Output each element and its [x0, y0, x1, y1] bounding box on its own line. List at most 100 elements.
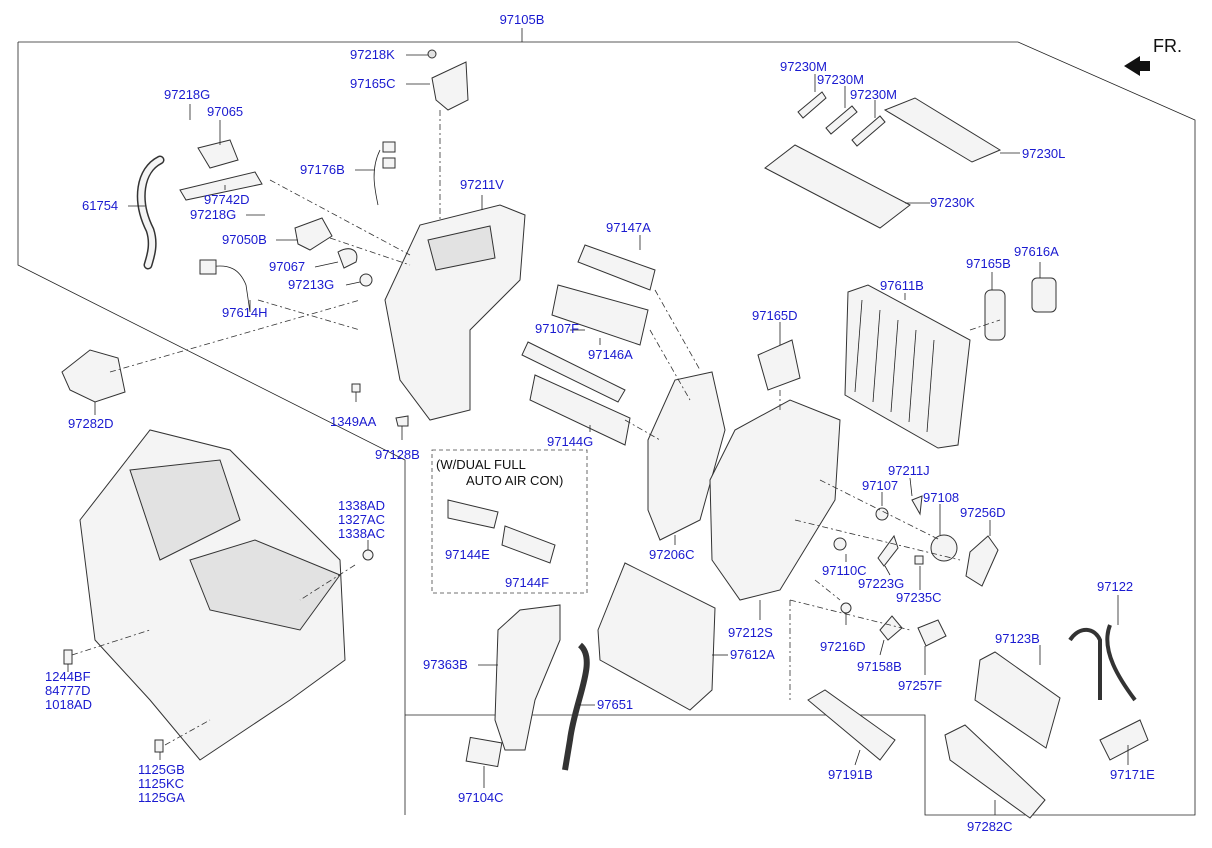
label-97230L[interactable]: 97230L [1022, 146, 1065, 161]
label-97107F[interactable]: 97107F [535, 321, 579, 336]
part-seal-97230k[interactable] [764, 144, 911, 229]
label-97742D[interactable]: 97742D [204, 192, 250, 207]
part-door-97146a[interactable] [551, 284, 649, 346]
label-97218G-b[interactable]: 97218G [190, 207, 236, 222]
label-97235C[interactable]: 97235C [896, 590, 942, 605]
part-clip-1349aa[interactable] [351, 383, 361, 393]
part-seal-97230m-1[interactable] [797, 91, 827, 119]
part-actuator-97108[interactable] [930, 534, 958, 562]
part-filter-97144g[interactable] [529, 374, 631, 446]
label-1327AC[interactable]: 1327AC [338, 512, 385, 527]
part-seal-97230m-3[interactable] [851, 115, 886, 147]
part-filter-97144e[interactable] [447, 499, 499, 529]
part-wire-97176b[interactable] [373, 149, 381, 206]
label-97651[interactable]: 97651 [597, 697, 633, 712]
label-97165B[interactable]: 97165B [966, 256, 1011, 271]
part-lever-97107[interactable] [875, 507, 889, 521]
label-97213G[interactable]: 97213G [288, 277, 334, 292]
part-hose-97651[interactable] [562, 642, 590, 771]
label-97176B[interactable]: 97176B [300, 162, 345, 177]
label-97256D[interactable]: 97256D [960, 505, 1006, 520]
part-actuator-97257f[interactable] [917, 619, 947, 647]
label-97223G[interactable]: 97223G [858, 576, 904, 591]
part-lever-97110c[interactable] [833, 537, 847, 551]
label-97614H[interactable]: 97614H [222, 305, 268, 320]
label-97065[interactable]: 97065 [207, 104, 243, 119]
part-link-97158b[interactable] [879, 615, 903, 641]
label-97218G-a[interactable]: 97218G [164, 87, 210, 102]
label-97144F[interactable]: 97144F [505, 575, 549, 590]
part-actuator-97282d[interactable] [61, 349, 126, 403]
label-97158B[interactable]: 97158B [857, 659, 902, 674]
label-97144E[interactable]: 97144E [445, 547, 490, 562]
label-1018AD[interactable]: 1018AD [45, 697, 92, 712]
part-plug-97616a[interactable] [1031, 277, 1057, 313]
label-84777D[interactable]: 84777D [45, 683, 91, 698]
label-97611B[interactable]: 97611B [880, 278, 924, 293]
label-97363B[interactable]: 97363B [423, 657, 468, 672]
part-duct-97363b[interactable] [494, 604, 561, 751]
part-pipe-97122[interactable] [1105, 624, 1137, 702]
label-97067[interactable]: 97067 [269, 259, 305, 274]
label-97230M-c[interactable]: 97230M [850, 87, 897, 102]
part-filter-97191b[interactable] [807, 689, 896, 761]
label-97230M-b[interactable]: 97230M [817, 72, 864, 87]
label-1244BF[interactable]: 1244BF [45, 669, 91, 684]
label-97257F[interactable]: 97257F [898, 678, 942, 693]
label-97105B[interactable]: 97105B [500, 12, 545, 27]
part-heater-core-97123b[interactable] [974, 651, 1061, 749]
label-97230M-a[interactable]: 97230M [780, 59, 827, 74]
part-bracket-97165d[interactable] [757, 339, 801, 391]
part-duct-97282c[interactable] [944, 724, 1046, 819]
label-97616A[interactable]: 97616A [1014, 244, 1059, 259]
label-97212S[interactable]: 97212S [728, 625, 773, 640]
label-97230K[interactable]: 97230K [930, 195, 975, 210]
part-link-97107f[interactable] [521, 341, 626, 403]
label-97146A[interactable]: 97146A [588, 347, 633, 362]
part-clip-97128b[interactable] [395, 415, 409, 427]
part-nut-1338ad[interactable] [362, 549, 374, 561]
part-actuator-97256d[interactable] [965, 535, 999, 587]
part-bolt-1125gb[interactable] [154, 739, 164, 753]
label-97282D[interactable]: 97282D [68, 416, 114, 431]
label-1125GA[interactable]: 1125GA [138, 790, 185, 805]
label-97050B[interactable]: 97050B [222, 232, 267, 247]
part-grommet-97165b[interactable] [984, 289, 1006, 341]
part-bolt-97218k[interactable] [427, 49, 437, 59]
label-97128B[interactable]: 97128B [375, 447, 420, 462]
label-1349AA[interactable]: 1349AA [330, 414, 377, 429]
label-97211J[interactable]: 97211J [888, 463, 930, 478]
part-case-97212s[interactable] [709, 399, 841, 601]
label-97110C[interactable]: 97110C [822, 563, 867, 578]
label-97165D[interactable]: 97165D [752, 308, 798, 323]
part-bracket-97165c[interactable] [431, 61, 469, 111]
label-1338AC[interactable]: 1338AC [338, 526, 385, 541]
part-valve-97065[interactable] [197, 139, 239, 169]
part-seal-97230l[interactable] [883, 97, 1002, 163]
label-1125GB[interactable]: 1125GB [138, 762, 185, 777]
part-pipe-97742d[interactable] [179, 171, 263, 201]
label-97108[interactable]: 97108 [923, 490, 959, 505]
label-1125KC[interactable]: 1125KC [138, 776, 184, 791]
label-97216D[interactable]: 97216D [820, 639, 866, 654]
part-clip-97067[interactable] [337, 248, 358, 269]
part-evaporator-97611b[interactable] [844, 284, 971, 449]
part-bolt-1244bf[interactable] [63, 649, 73, 665]
part-seal-97230m-2[interactable] [825, 105, 858, 135]
part-actuator-97050b[interactable] [294, 217, 333, 251]
part-clip-97235c[interactable] [914, 555, 924, 565]
part-case-97612a[interactable] [597, 562, 716, 711]
part-filter-97144f[interactable] [501, 525, 556, 564]
label-97211V[interactable]: 97211V [460, 177, 504, 192]
label-61754[interactable]: 61754 [82, 198, 118, 213]
part-grommet-97213g[interactable] [359, 273, 373, 287]
label-97171E[interactable]: 97171E [1110, 767, 1155, 782]
label-97165C[interactable]: 97165C [350, 76, 396, 91]
label-97612A[interactable]: 97612A [730, 647, 775, 662]
label-97206C[interactable]: 97206C [649, 547, 695, 562]
part-door-97147a[interactable] [577, 244, 656, 291]
label-97144G[interactable]: 97144G [547, 434, 593, 449]
label-97122[interactable]: 97122 [1097, 579, 1133, 594]
label-97147A[interactable]: 97147A [606, 220, 651, 235]
label-1338AD[interactable]: 1338AD [338, 498, 385, 513]
